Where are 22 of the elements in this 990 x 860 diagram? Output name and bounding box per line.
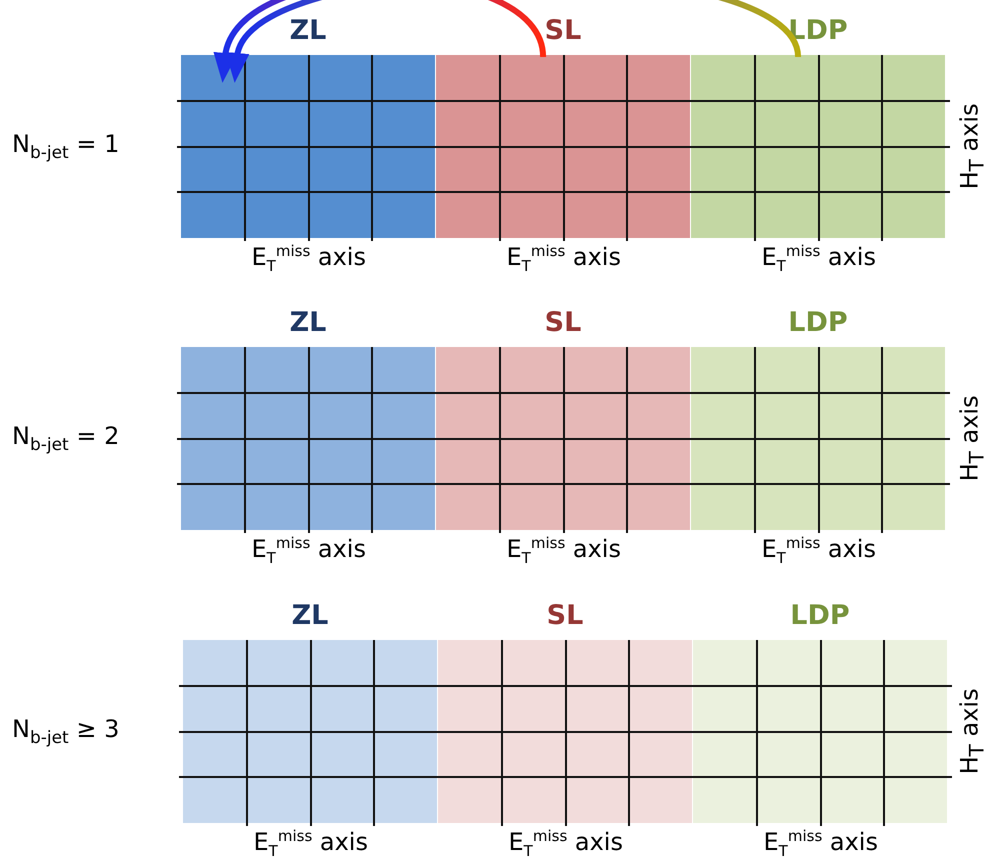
curved-arrow [215,0,546,82]
axis-label: E$_{T}$$^{miss}$ axis [762,534,876,567]
axis-label: E$_{T}$$^{miss}$ axis [252,242,366,275]
region-heading: ZL [292,600,328,631]
axis-label: E$_{T}$$^{miss}$ axis [252,534,366,567]
axis-label: E$_{T}$$^{miss}$ axis [508,827,623,860]
region-heading: SL [544,15,582,46]
region-heading: LDP [788,307,848,338]
region-heading: ZL [290,307,326,338]
axis-label: E$_{T}$$^{miss}$ axis [254,827,368,860]
region-heading: LDP [790,600,850,631]
row-label: N$_{b-jet}$ = 2 [12,422,120,455]
region-heading: ZL [290,15,326,46]
axis-label: E$_{T}$$^{miss}$ axis [506,242,621,275]
region-heading: SL [546,600,584,631]
axis-label: E$_{T}$$^{miss}$ axis [764,827,878,860]
region-heading: LDP [788,15,848,46]
row-label: N$_{b-jet}$ = 1 [12,130,120,163]
axis-label: E$_{T}$$^{miss}$ axis [762,242,876,275]
region-heading: SL [544,307,582,338]
row-label: N$_{b-jet}$ ≥ 3 [12,715,120,748]
axis-label: E$_{T}$$^{miss}$ axis [506,534,621,567]
